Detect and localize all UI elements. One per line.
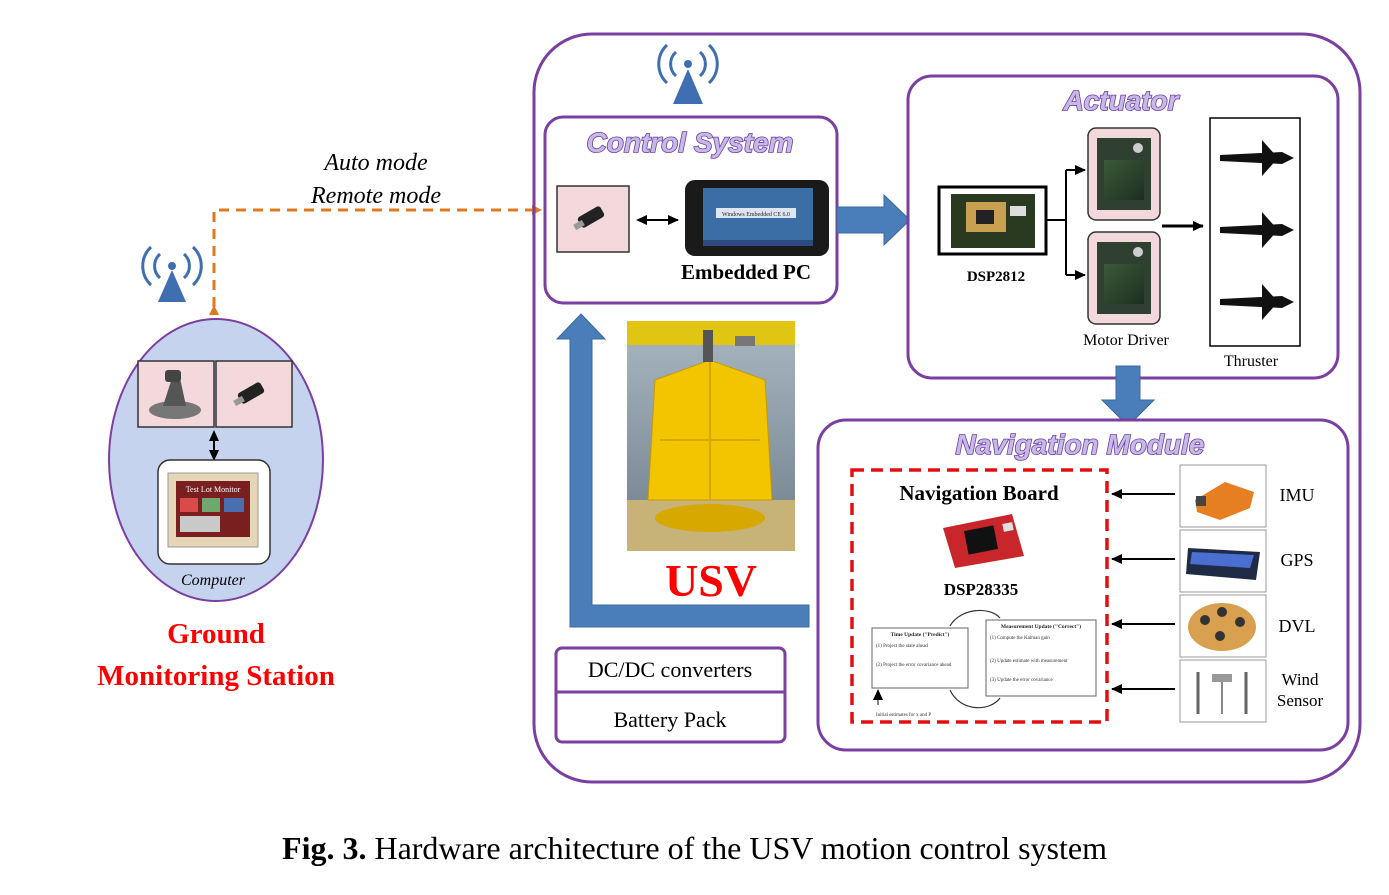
navigation-board-box bbox=[850, 468, 1109, 724]
imu-image bbox=[1179, 464, 1267, 528]
kf-initial-estimates: Initial estimates for x and P bbox=[876, 713, 931, 718]
usv-system-frame bbox=[532, 32, 1362, 784]
sensor-label-imu: IMU bbox=[1280, 485, 1315, 505]
control-system-title: Control System bbox=[587, 127, 794, 158]
kf-meas-step1: (1) Compute the Kalman gain bbox=[990, 636, 1050, 641]
figure-number: Fig. 3. bbox=[282, 830, 367, 866]
embedded-screen-caption: Windows Embedded CE 6.0 bbox=[722, 212, 790, 218]
ground-wifi-icon bbox=[141, 245, 203, 302]
sensor-to-board-arrows bbox=[1111, 489, 1175, 694]
kf-time-step2: (2) Project the error covariance ahead bbox=[876, 663, 952, 668]
usb-dongle-image-ground bbox=[215, 360, 293, 428]
battery-pack-label: Battery Pack bbox=[613, 707, 726, 732]
dcdc-converters-label: DC/DC converters bbox=[588, 657, 752, 682]
embedded-pc-label: Embedded PC bbox=[681, 260, 811, 284]
wireless-link-arrow bbox=[209, 205, 542, 315]
kf-time-title: Time Update ("Predict") bbox=[891, 631, 950, 638]
motor-driver-image-2 bbox=[1087, 231, 1161, 325]
ground-title-line2: Monitoring Station bbox=[97, 660, 335, 692]
embedded-pc-image: Windows Embedded CE 6.0 bbox=[685, 180, 829, 256]
ground-title-line1: Ground bbox=[167, 618, 265, 650]
power-box bbox=[554, 646, 787, 744]
dsp-to-driver-arrows bbox=[1046, 165, 1086, 280]
power-to-control-arrow bbox=[555, 313, 810, 628]
navigation-module-title: Navigation Module bbox=[956, 429, 1205, 460]
remote-mode-label: Remote mode bbox=[310, 183, 441, 209]
usv-photo bbox=[627, 321, 795, 551]
kf-meas-title: Measurement Update ("Correct") bbox=[1001, 623, 1081, 630]
thruster-image bbox=[1209, 117, 1301, 347]
computer-label: Computer bbox=[181, 572, 246, 589]
kf-time-step1: (1) Project the state ahead bbox=[876, 644, 928, 649]
sensor-label-wind-line2: Sensor bbox=[1277, 691, 1324, 710]
wind-sensor-image bbox=[1179, 659, 1267, 723]
sensor-label-gps: GPS bbox=[1280, 550, 1313, 570]
figure-caption-text: Hardware architecture of the USV motion … bbox=[374, 830, 1107, 866]
navigation-board-title: Navigation Board bbox=[899, 481, 1059, 505]
sensor-label-dvl: DVL bbox=[1279, 616, 1316, 636]
thruster-label: Thruster bbox=[1224, 353, 1279, 370]
sensor-label-wind-line1: Wind bbox=[1281, 670, 1319, 689]
computer-screen-caption: Test Lot Monitor bbox=[186, 485, 241, 494]
dsp28335-label: DSP28335 bbox=[944, 580, 1019, 599]
motor-driver-label: Motor Driver bbox=[1083, 332, 1169, 349]
joystick-image bbox=[137, 360, 215, 428]
gps-image bbox=[1179, 529, 1267, 593]
usv-label: USV bbox=[665, 555, 757, 606]
usv-wifi-icon bbox=[657, 43, 719, 104]
motor-driver-image-1 bbox=[1087, 127, 1161, 221]
computer-image: Test Lot Monitor bbox=[157, 459, 271, 565]
kalman-filter-diagram: Time Update ("Predict") (1) Project the … bbox=[871, 609, 1097, 718]
auto-mode-label: Auto mode bbox=[322, 150, 428, 176]
dsp2812-board-image bbox=[937, 185, 1048, 256]
actuator-to-navigation-arrow bbox=[1100, 365, 1156, 427]
kf-meas-step3: (3) Update the error covariance bbox=[990, 678, 1054, 683]
actuator-title: Actuator bbox=[1062, 85, 1180, 116]
kf-meas-step2: (2) Update estimate with measurement bbox=[990, 659, 1068, 664]
control-to-actuator-arrow bbox=[836, 193, 911, 247]
figure-caption: Fig. 3. Hardware architecture of the USV… bbox=[0, 830, 1389, 867]
dsp28335-board-image bbox=[943, 514, 1024, 568]
dvl-image bbox=[1179, 594, 1267, 658]
usb-dongle-image-control bbox=[556, 185, 630, 253]
dsp2812-label: DSP2812 bbox=[967, 269, 1025, 285]
